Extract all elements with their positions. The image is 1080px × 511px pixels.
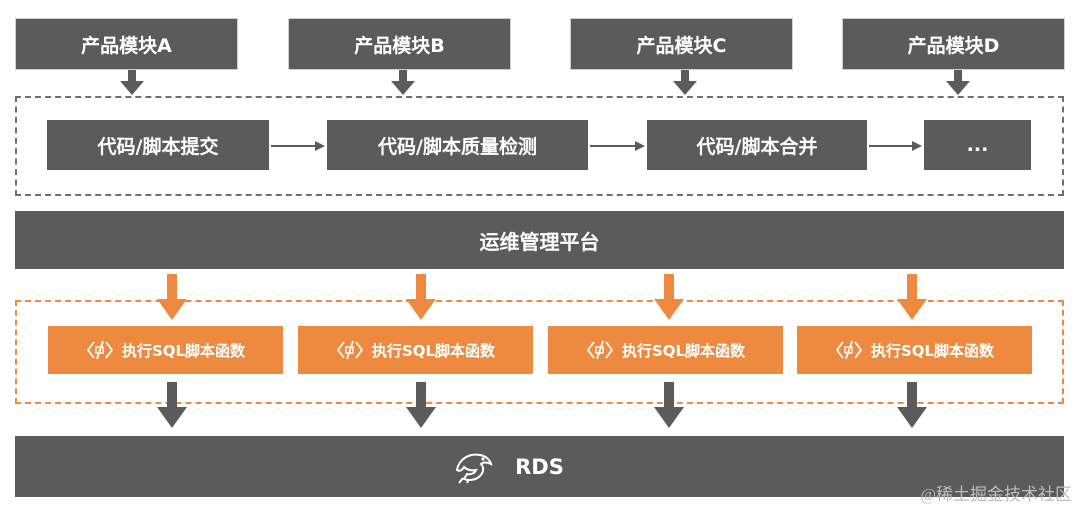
arrow-down-module-a [120, 70, 144, 95]
arrow-down-orange-3 [654, 274, 684, 320]
arrow-down-orange-4 [897, 274, 927, 320]
function-icon [336, 340, 364, 360]
arrow-down-rds-3 [654, 382, 684, 428]
step-merge-label: 代码/脚本合并 [696, 135, 818, 158]
arrow-down-rds-4 [897, 382, 927, 428]
module-a-label: 产品模块A [81, 34, 172, 57]
module-c: 产品模块C [570, 18, 793, 70]
function-box-1: 执行SQL脚本函数 [48, 326, 283, 374]
module-c-label: 产品模块C [636, 34, 727, 57]
arrow-down-rds-2 [406, 382, 436, 428]
step-quality-check: 代码/脚本质量检测 [327, 120, 588, 170]
module-b-label: 产品模块B [354, 34, 445, 57]
step-quality-check-label: 代码/脚本质量检测 [378, 135, 537, 158]
ops-platform-label: 运维管理平台 [479, 229, 600, 254]
module-a: 产品模块A [15, 18, 238, 70]
function-box-3: 执行SQL脚本函数 [548, 326, 783, 374]
step-commit: 代码/脚本提交 [47, 120, 269, 170]
function-icon [86, 340, 114, 360]
arrow-down-module-d [946, 70, 970, 95]
step-more-label: ... [966, 134, 989, 156]
function-label-4: 执行SQL脚本函数 [870, 341, 995, 360]
step-commit-label: 代码/脚本提交 [97, 135, 219, 158]
ops-platform: 运维管理平台 [15, 211, 1064, 269]
watermark: @稀土掘金技术社区 [920, 485, 1072, 504]
arrow-right-2 [590, 141, 645, 151]
module-b: 产品模块B [288, 18, 511, 70]
pipeline-container [15, 96, 1064, 196]
arrow-right-3 [869, 141, 922, 151]
function-label-1: 执行SQL脚本函数 [121, 341, 246, 360]
functions-container [15, 300, 1064, 404]
arrow-down-rds-1 [157, 382, 187, 428]
arrow-down-module-c [673, 70, 697, 95]
function-box-2: 执行SQL脚本函数 [298, 326, 533, 374]
rds-bar: RDS [15, 436, 1064, 497]
step-more: ... [924, 120, 1031, 170]
dolphin-icon [456, 453, 493, 484]
function-box-4: 执行SQL脚本函数 [797, 326, 1032, 374]
module-d: 产品模块D [842, 18, 1065, 70]
module-d-label: 产品模块D [907, 34, 1000, 57]
function-icon [835, 340, 863, 360]
arrow-down-orange-2 [406, 274, 436, 320]
arrow-down-module-b [391, 70, 415, 95]
arrow-down-orange-1 [157, 274, 187, 320]
function-icon [586, 340, 614, 360]
function-label-2: 执行SQL脚本函数 [371, 341, 496, 360]
step-merge: 代码/脚本合并 [647, 120, 867, 170]
rds-label: RDS [515, 454, 564, 479]
arrow-right-1 [271, 141, 325, 151]
function-label-3: 执行SQL脚本函数 [621, 341, 746, 360]
